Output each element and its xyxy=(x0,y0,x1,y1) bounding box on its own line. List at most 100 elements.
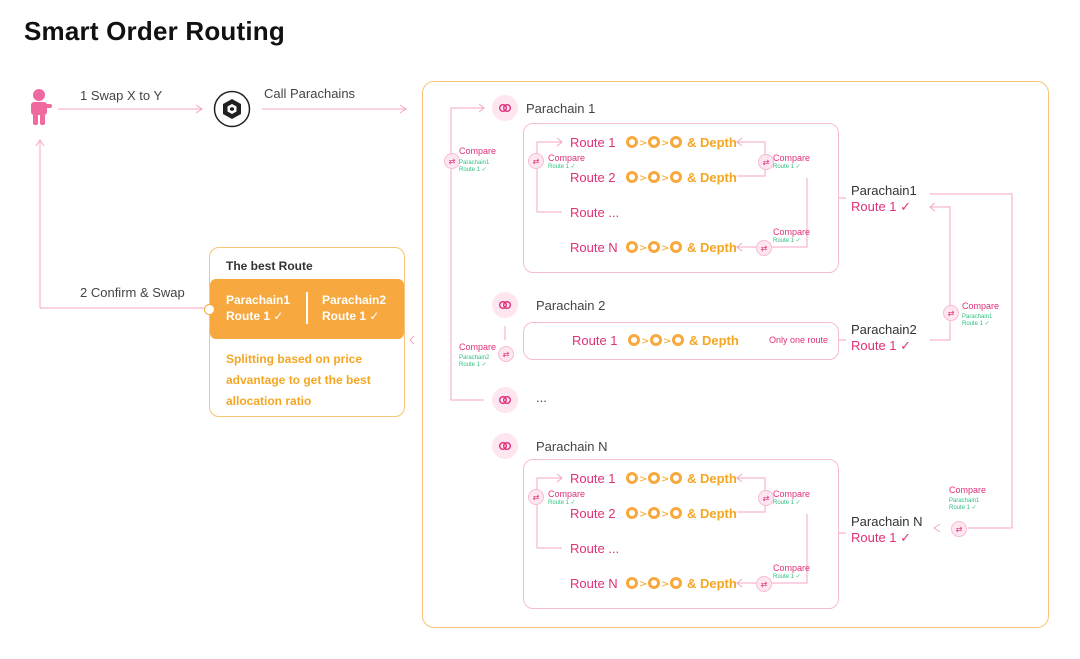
svg-text:>: > xyxy=(641,336,649,347)
best-route-title: The best Route xyxy=(226,259,313,273)
svg-text:>: > xyxy=(639,579,647,590)
route-label: Route 1 xyxy=(570,135,616,150)
compare-icon: ⇄ xyxy=(758,154,774,170)
result-parachain-2: Parachain2 Route 1 ✓ xyxy=(851,322,917,354)
compare-left-top-label: Compare xyxy=(459,146,497,156)
compare-right-bottom-sub2: Route 1 ✓ xyxy=(949,505,977,511)
compare-icon: ⇄ xyxy=(756,240,772,256)
result-pn-name: Parachain N xyxy=(851,514,923,529)
result-p1-route: Route 1 ✓ xyxy=(851,199,912,214)
route-label: Route 2 xyxy=(570,170,616,185)
compare-icon: ⇄ xyxy=(951,521,967,537)
user-icon xyxy=(26,88,52,126)
svg-text:>: > xyxy=(639,173,647,184)
compare-icon: ⇄ xyxy=(528,153,544,169)
svg-text:>: > xyxy=(661,579,669,590)
compare-right-bottom-label: Compare xyxy=(949,485,987,495)
best-route-bar: Parachain1 Route 1 ✓ Parachain2 Route 1 … xyxy=(210,279,404,339)
compare-sub: Route 1 ✓ xyxy=(548,500,576,506)
depth-label: & Depth xyxy=(689,333,739,348)
result-pn-route: Route 1 ✓ xyxy=(851,530,912,545)
svg-text:>: > xyxy=(639,243,647,254)
best-divider xyxy=(306,292,308,324)
parachain-2-icon xyxy=(492,292,518,318)
route-label: Route N xyxy=(570,576,618,591)
compare-right-sub1: Parachain1 xyxy=(962,314,993,320)
compare-icon: ⇄ xyxy=(528,489,544,505)
best-connector-dot xyxy=(204,304,215,315)
parachain-2-title: Parachain 2 xyxy=(536,298,606,313)
result-p1-name: Parachain1 xyxy=(851,183,917,198)
token-path-icon: >> xyxy=(624,575,684,596)
compare-label: Compare xyxy=(773,563,811,573)
best-route-card: The best Route Parachain1 Route 1 ✓ Para… xyxy=(204,247,405,417)
compare-sub: Route 1 ✓ xyxy=(773,238,801,244)
parachains-container xyxy=(422,81,1049,628)
result-p2-name: Parachain2 xyxy=(851,322,917,337)
depth-label: & Depth xyxy=(687,240,737,255)
compare-label: Compare xyxy=(773,227,811,237)
parachain-1-title: Parachain 1 xyxy=(526,101,596,116)
token-path-icon: >> xyxy=(624,505,684,526)
call-label: Call Parachains xyxy=(264,86,356,101)
parachain-n-title: Parachain N xyxy=(536,439,608,454)
parachain-n-routes-box xyxy=(523,459,839,609)
depth-label: & Depth xyxy=(687,576,737,591)
svg-text:>: > xyxy=(639,138,647,149)
route-label: Route N xyxy=(570,240,618,255)
token-path-icon: >> xyxy=(624,134,684,155)
depth-label: & Depth xyxy=(687,471,737,486)
router-logo-icon xyxy=(213,90,251,128)
depth-label: & Depth xyxy=(687,135,737,150)
confirm-label: 2 Confirm & Swap xyxy=(80,285,185,300)
svg-text:>: > xyxy=(661,173,669,184)
compare-label: Compare xyxy=(548,489,586,499)
compare-right-bottom-sub1: Parachain1 xyxy=(949,498,980,504)
svg-text:>: > xyxy=(661,474,669,485)
route-label: Route ... xyxy=(570,205,620,220)
route-label: Route ... xyxy=(570,541,620,556)
compare-icon: ⇄ xyxy=(943,305,959,321)
token-path-icon: >> xyxy=(624,169,684,190)
svg-text:>: > xyxy=(661,243,669,254)
compare-sub: Route 1 ✓ xyxy=(773,500,801,506)
compare-label: Compare xyxy=(773,489,811,499)
compare-left-bottom-label: Compare xyxy=(459,342,497,352)
compare-label: Compare xyxy=(548,153,586,163)
token-path-icon: >> xyxy=(626,332,686,353)
result-parachain-1: Parachain1 Route 1 ✓ xyxy=(851,183,917,215)
page-title: Smart Order Routing xyxy=(24,16,285,46)
svg-text:>: > xyxy=(639,474,647,485)
compare-left-bottom-sub2: Route 1 ✓ xyxy=(459,362,487,368)
compare-left-top-sub2: Route 1 ✓ xyxy=(459,167,487,173)
result-p2-route: Route 1 ✓ xyxy=(851,338,912,353)
best-col2-line2: Route 1 ✓ xyxy=(322,309,380,323)
route-label: Route 1 xyxy=(570,471,616,486)
parachain-1-icon xyxy=(492,95,518,121)
svg-text:>: > xyxy=(661,138,669,149)
svg-text:>: > xyxy=(661,509,669,520)
result-parachain-n: Parachain N Route 1 ✓ xyxy=(851,514,923,546)
best-col2-line1: Parachain2 xyxy=(322,293,387,307)
compare-icon: ⇄ xyxy=(498,346,514,362)
compare-sub: Route 1 ✓ xyxy=(773,574,801,580)
depth-label: & Depth xyxy=(687,170,737,185)
svg-text:>: > xyxy=(639,509,647,520)
compare-right-sub2: Route 1 ✓ xyxy=(962,321,990,327)
best-col1-line2: Route 1 ✓ xyxy=(226,309,284,323)
compare-left-bottom-sub1: Parachain2 xyxy=(459,355,490,361)
token-path-icon: >> xyxy=(624,239,684,260)
best-route-note: Splitting based on price advantage to ge… xyxy=(226,352,371,408)
compare-right-label: Compare xyxy=(962,301,1000,311)
only-one-route-label: Only one route xyxy=(769,335,829,345)
compare-icon: ⇄ xyxy=(444,153,460,169)
parachain-more-title: ... xyxy=(536,390,547,405)
compare-sub: Route 1 ✓ xyxy=(548,164,576,170)
compare-sub: Route 1 ✓ xyxy=(773,164,801,170)
compare-label: Compare xyxy=(773,153,811,163)
parachain-1-routes-box xyxy=(523,123,839,273)
parachain-2-routes-box xyxy=(523,322,839,360)
route-label: Route 2 xyxy=(570,506,616,521)
compare-left-top-sub1: Parachain1 xyxy=(459,160,490,166)
